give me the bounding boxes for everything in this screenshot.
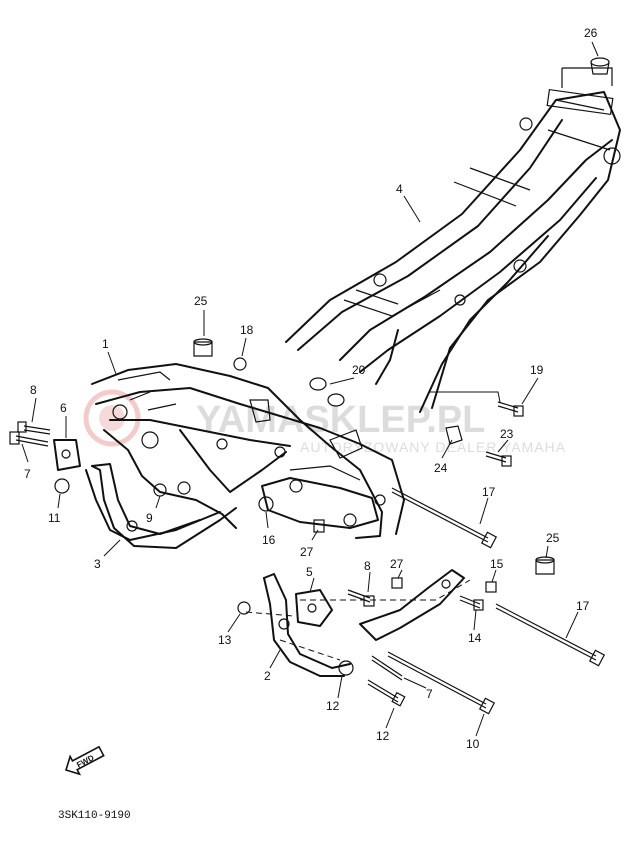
side-bracket [359,569,465,641]
callout-23: 23 [500,427,514,441]
long-bolts [9,377,606,715]
callout-8-top: 8 [30,383,37,397]
watermark: YAMASKLEP.PL AUTORYZOWANY DEALER YAMAHA [83,389,566,455]
drawing-code: 3SK110-9190 [58,810,131,822]
callout-22: 19 [530,363,544,377]
callout-15: 14 [468,631,482,645]
callout-9: 9 [146,511,153,525]
callout-21: 18 [240,323,254,337]
callout-26: 26 [584,26,598,40]
callout-12: 12 [376,729,390,743]
callout-27-left: 27 [300,545,314,559]
callout-7-bottom: 7 [426,687,433,701]
callout-18: 16 [262,533,276,547]
callout-16: 15 [490,557,504,571]
callout-2: 2 [264,669,271,683]
callout-20: 20 [352,363,366,377]
callout-17: 17 [576,599,590,613]
callout-6: 6 [60,401,67,415]
leader-lines [21,41,599,737]
callout-3: 3 [94,557,101,571]
callout-27-right: 27 [390,557,404,571]
forward-arrow-icon: FWD [65,745,105,776]
callout-5: 5 [306,565,313,579]
callout-8-bottom: 8 [364,559,371,573]
main-frame-part [85,363,405,541]
cap-26 [590,57,610,75]
bracket-6 [53,439,81,471]
callout-1: 1 [102,337,109,351]
callout-19: 17 [482,485,496,499]
callout-14: 13 [218,633,232,647]
callout-11: 11 [48,511,61,525]
bracket-5 [295,589,333,627]
callout-7-top: 7 [24,467,31,481]
callout-labels: 26 4 25 18 1 20 8 6 7 11 9 3 16 27 19 23… [24,26,598,751]
callout-10: 10 [466,737,480,751]
nuts [54,338,555,676]
assembly-guides [245,391,501,661]
callout-4: 4 [396,182,403,196]
callout-25-right: 25 [546,531,560,545]
callout-25-top: 25 [194,294,208,308]
callout-24: 24 [434,461,448,475]
watermark-subtitle: AUTORYZOWANY DEALER YAMAHA [300,439,566,455]
rear-frame-part [285,67,621,413]
watermark-logo-icon [83,389,141,447]
down-tube-2 [263,573,351,677]
down-tube-3 [91,463,237,549]
callout-13: 12 [326,699,340,713]
